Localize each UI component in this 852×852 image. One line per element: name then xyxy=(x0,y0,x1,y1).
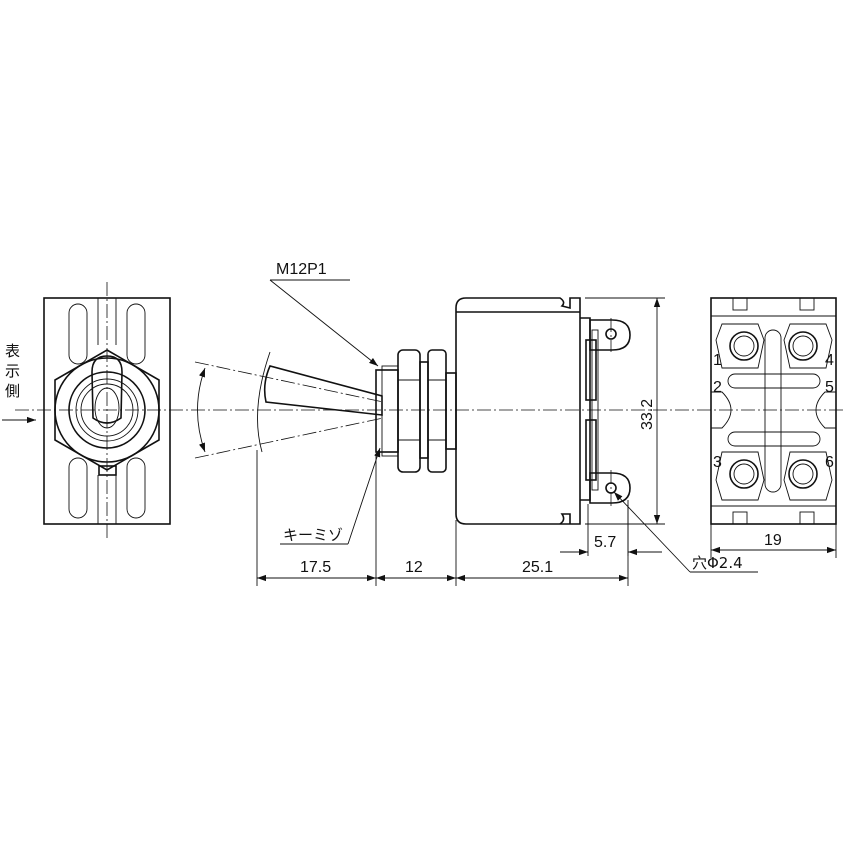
terminal-label-6: 6 xyxy=(825,454,834,471)
display-side-char-2: 示 xyxy=(5,362,20,380)
dim-body-width-value: 19 xyxy=(764,532,782,549)
display-side-char-3: 側 xyxy=(5,382,20,400)
thread-leader xyxy=(269,279,379,367)
key-tab xyxy=(98,465,117,476)
bushing xyxy=(375,369,399,453)
dim-lever-length-value: 17.5 xyxy=(300,559,331,576)
dim-body-length-value: 25.1 xyxy=(522,559,553,576)
nut-inner xyxy=(427,349,447,473)
terminal-plate xyxy=(580,317,591,501)
terminal-4-block xyxy=(783,323,833,369)
dim-terminal-offset-value: 5.7 xyxy=(594,534,616,551)
keyway-leader xyxy=(347,447,381,545)
throw-angle-arc xyxy=(197,367,206,453)
hole-label: 穴Φ2.4 xyxy=(692,554,743,572)
lever-side xyxy=(263,365,383,416)
terminal-6-block xyxy=(783,451,833,501)
terminal-lug-bottom xyxy=(589,472,631,504)
terminal-lug-top xyxy=(589,319,631,351)
thread-label: M12P1 xyxy=(276,261,327,278)
terminal-3-block xyxy=(715,451,765,501)
dim-body-height-value: 33.2 xyxy=(639,399,656,430)
rear-view: 1 2 3 4 5 6 xyxy=(710,297,837,525)
terminal-1-block xyxy=(715,323,765,369)
terminal-label-1: 1 xyxy=(713,352,722,369)
keyway-label: キーミゾ xyxy=(283,526,343,544)
nut-outer xyxy=(397,349,421,473)
front-view xyxy=(43,282,171,540)
terminal-label-4: 4 xyxy=(825,352,834,369)
terminal-label-3: 3 xyxy=(713,454,722,471)
side-view xyxy=(194,297,631,525)
hole-leader xyxy=(613,491,691,573)
dim-bushing-length-value: 12 xyxy=(405,559,423,576)
switch-body xyxy=(455,297,581,525)
display-side-label: 表 示 側 xyxy=(2,342,36,424)
dimensions: 17.5 12 25.1 5.7 33.2 19 xyxy=(256,297,837,586)
lever-front xyxy=(91,355,123,424)
display-side-char-1: 表 xyxy=(5,342,20,360)
terminal-label-5: 5 xyxy=(825,379,834,396)
terminal-label-2: 2 xyxy=(713,379,722,396)
